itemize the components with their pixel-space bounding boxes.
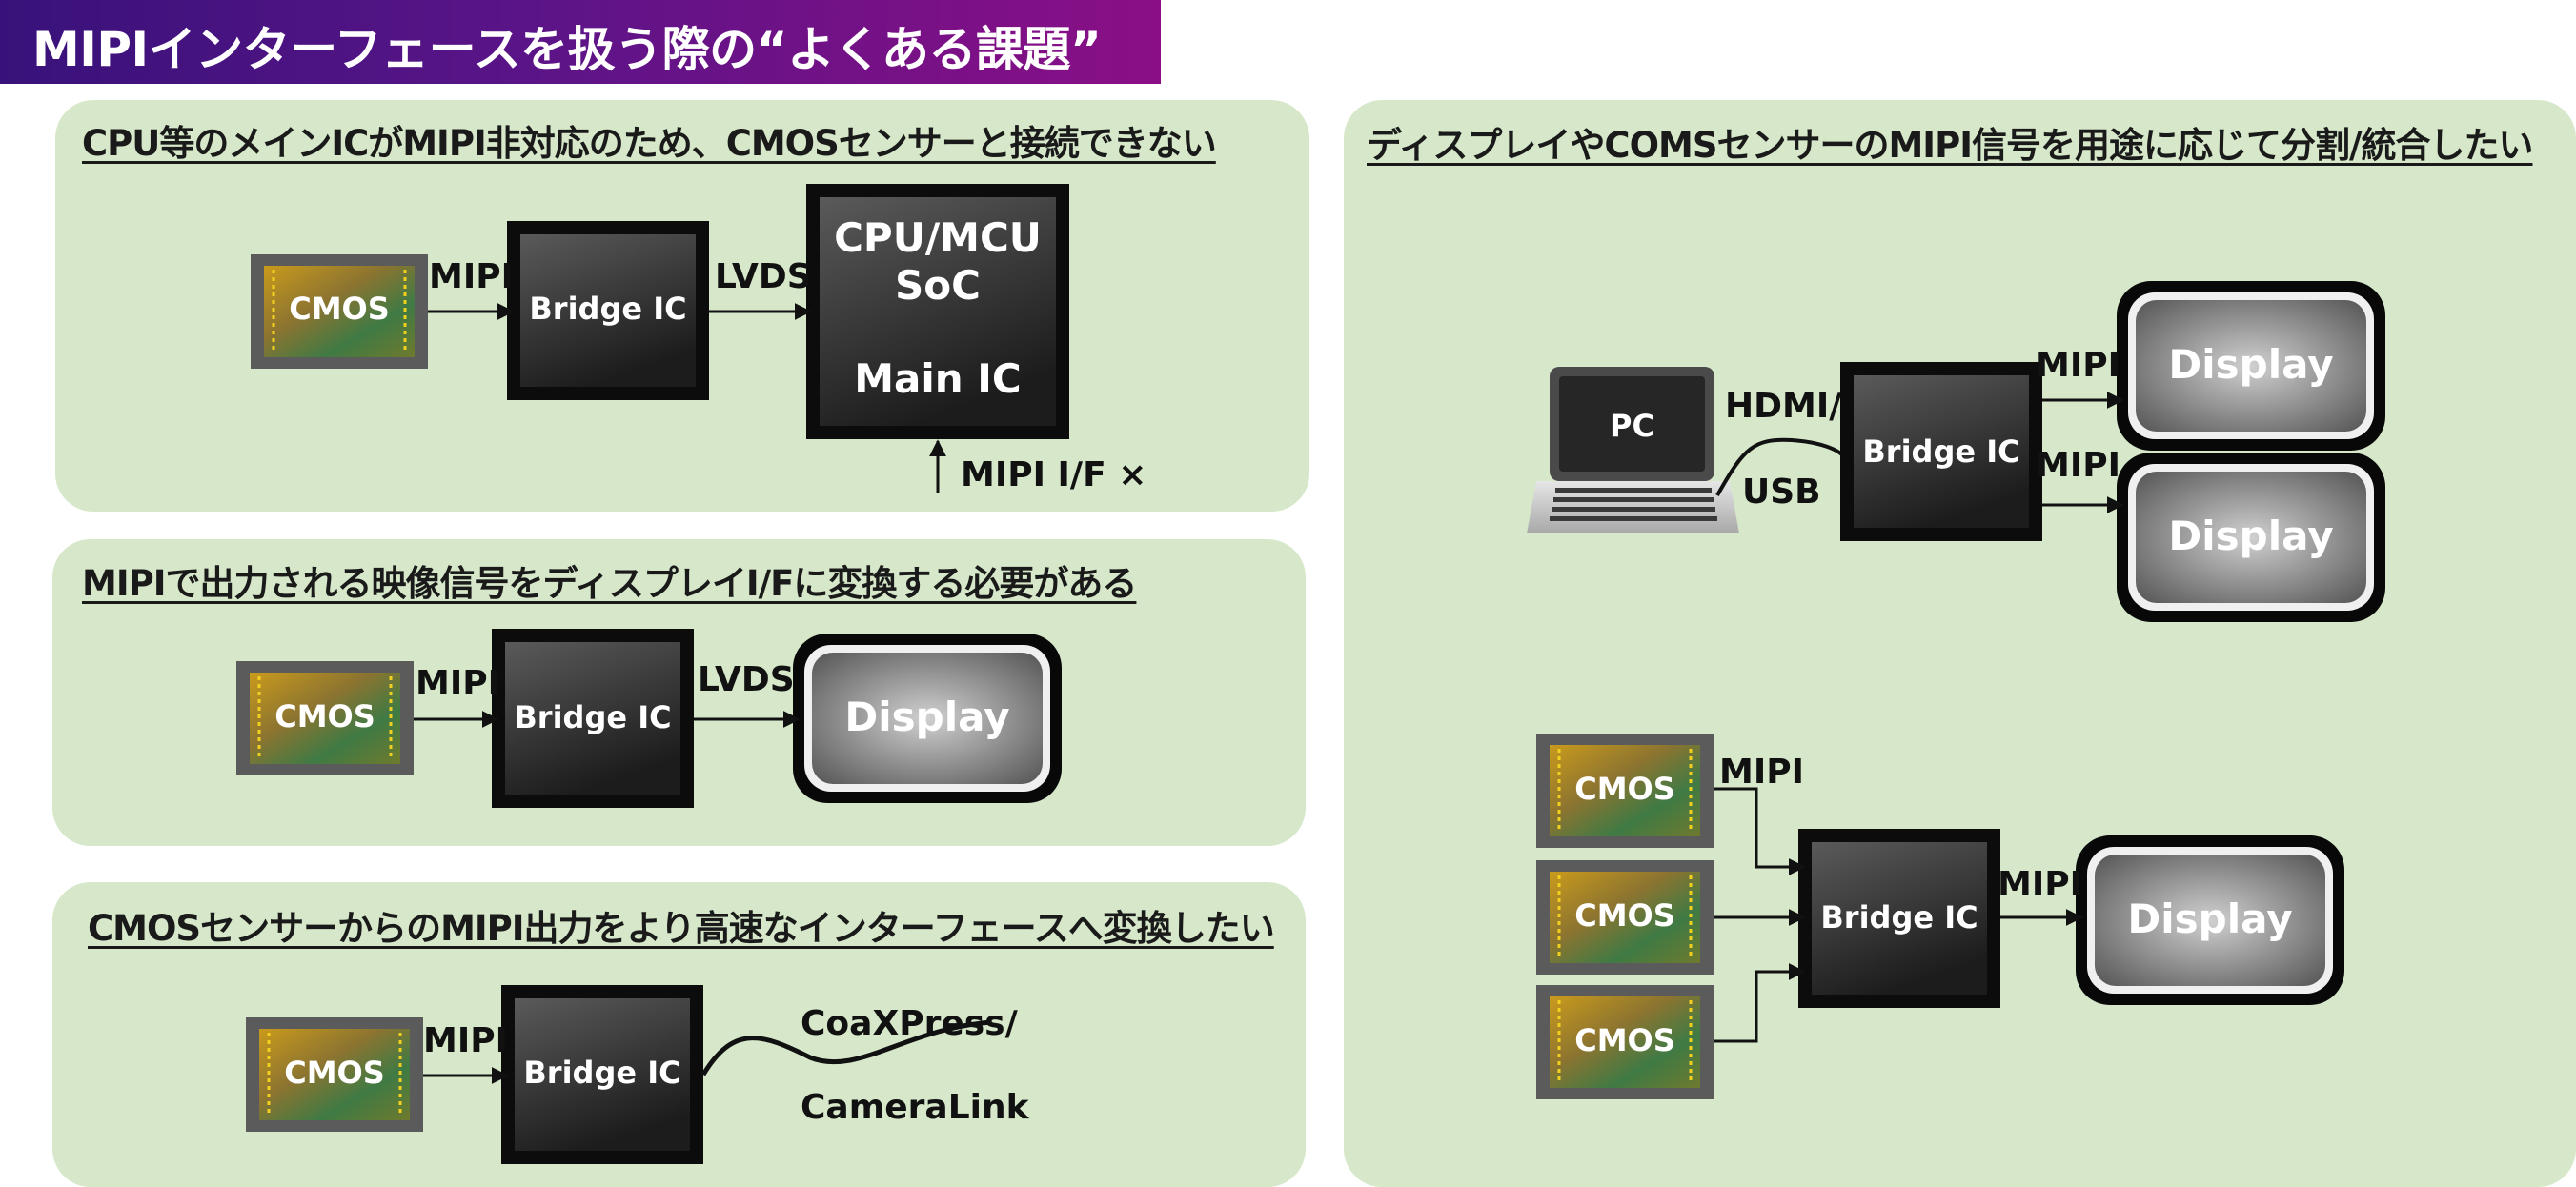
cmos-label-5b: CMOS (1574, 897, 1675, 934)
cmos-label-2: CMOS (274, 698, 375, 734)
panel-title-3: CMOSセンサーからのMIPI出力をより高速なインターフェースへ変換したい (88, 908, 1275, 949)
cmos-label-5a: CMOS (1574, 771, 1675, 807)
cpu-main-ic (806, 184, 1069, 439)
cmos-label-5c: CMOS (1574, 1022, 1675, 1058)
bridge-label-5: Bridge IC (1820, 899, 1978, 936)
hdmi-label: HDMI/ (1725, 387, 1842, 426)
bridge-label-3: Bridge IC (523, 1055, 681, 1091)
lvds-label-2: LVDS (698, 660, 795, 699)
cable-line (700, 1019, 992, 1076)
mipi-label-5a: MIPI (1719, 753, 1804, 792)
cmos-label-3: CMOS (284, 1055, 385, 1091)
display-label-4b: Display (2168, 513, 2334, 559)
cpu-label-line3: Main IC (854, 355, 1022, 402)
coaxpress-label: CoaXPress/ (801, 1004, 1018, 1043)
bridge-label-1: Bridge IC (529, 291, 687, 327)
mipi-label-3: MIPI (423, 1021, 508, 1060)
cmos-label-1: CMOS (289, 291, 390, 327)
mipi-if-x-label: MIPI I/F × (961, 455, 1147, 494)
lvds-label-1: LVDS (715, 257, 812, 296)
display-label-2: Display (844, 694, 1010, 740)
pc-label: PC (1610, 408, 1654, 444)
header-banner: MIPIインターフェースを扱う際の“よくある課題” (0, 0, 1161, 84)
page-title: MIPIインターフェースを扱う際の“よくある課題” (32, 22, 1102, 77)
laptop-icon (1527, 367, 1739, 533)
mipi-label-4b: MIPI (2036, 446, 2120, 485)
display-label-4a: Display (2168, 341, 2334, 388)
cpu-label-line2: SoC (895, 262, 981, 309)
cpu-label-line1: CPU/MCU (834, 214, 1042, 261)
cameralink-label: CameraLink (801, 1088, 1029, 1127)
arrow-cmos-5a (1714, 787, 1806, 875)
mipi-label-5: MIPI (1998, 865, 2082, 904)
mipi-label-4a: MIPI (2036, 346, 2120, 385)
panel-title-4: ディスプレイやCOMSセンサーのMIPI信号を用途に応じて分割/統合したい (1367, 125, 2533, 166)
panel-title-1: CPU等のメインICがMIPI非対応のため、CMOSセンサーと接続できない (82, 123, 1217, 164)
mipi-label-2: MIPI (416, 664, 500, 703)
bridge-label-4: Bridge IC (1862, 433, 2020, 470)
panel-title-2: MIPIで出力される映像信号をディスプレイI/Fに変換する必要がある (82, 563, 1137, 604)
mipi-label-1: MIPI (429, 257, 514, 296)
usb-label: USB (1742, 473, 1821, 512)
arrow-cmos-5c (1714, 963, 1806, 1043)
display-label-5: Display (2127, 895, 2293, 942)
bridge-label-2: Bridge IC (514, 699, 672, 735)
hdmi-cable (1715, 437, 1846, 496)
